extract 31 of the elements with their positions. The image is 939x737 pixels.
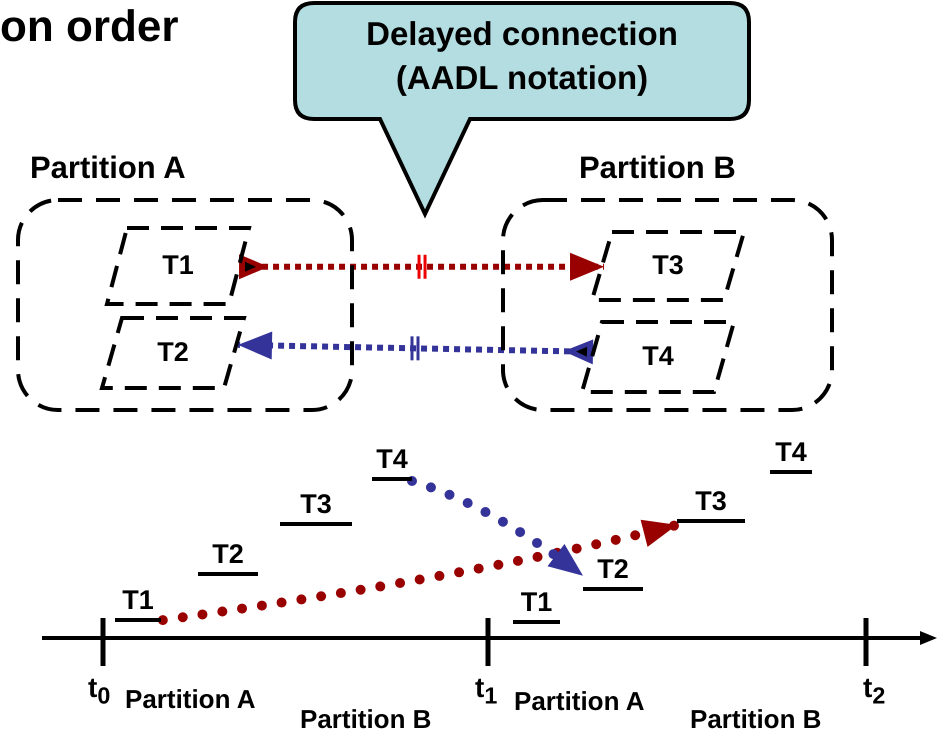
- task-name: T1: [161, 250, 195, 281]
- callout-text: Delayed connection (AADL notation): [365, 14, 679, 98]
- partition-heading: Partition B: [579, 150, 736, 186]
- partition-heading: Partition A: [30, 150, 186, 186]
- task-name: T1: [520, 587, 552, 617]
- task-name: T1: [122, 585, 154, 615]
- task-parallelogram: [580, 320, 736, 394]
- task-name: T2: [597, 554, 629, 584]
- task-parallelogram: [105, 226, 251, 306]
- task-name: T3: [651, 250, 685, 281]
- task-name: T4: [775, 437, 807, 467]
- partition-label: Partition B: [300, 704, 432, 735]
- task-parallelogram: [100, 316, 246, 390]
- delayed-connection-arrow: [239, 252, 604, 281]
- title: on order: [0, 2, 178, 52]
- time-label: t$_{0}$: [88, 672, 110, 710]
- task-name: T3: [300, 489, 332, 519]
- task-parallelogram: [590, 230, 746, 302]
- task-name: T2: [156, 337, 190, 368]
- task-name: T3: [695, 486, 727, 516]
- partition-label: Partition A: [125, 684, 256, 715]
- task-name: T4: [376, 444, 408, 474]
- task-name: T4: [641, 341, 675, 372]
- task-name: T2: [212, 539, 244, 569]
- time-label: t$_{2}$: [863, 672, 886, 710]
- time-label: t$_{1}$: [475, 672, 498, 710]
- delayed-connection-arrow: [238, 332, 594, 364]
- speech-bubble: [292, 0, 752, 218]
- partition-label: Partition A: [514, 686, 644, 717]
- partition-label: Partition B: [690, 704, 822, 735]
- data-flow-arrow: [158, 520, 682, 626]
